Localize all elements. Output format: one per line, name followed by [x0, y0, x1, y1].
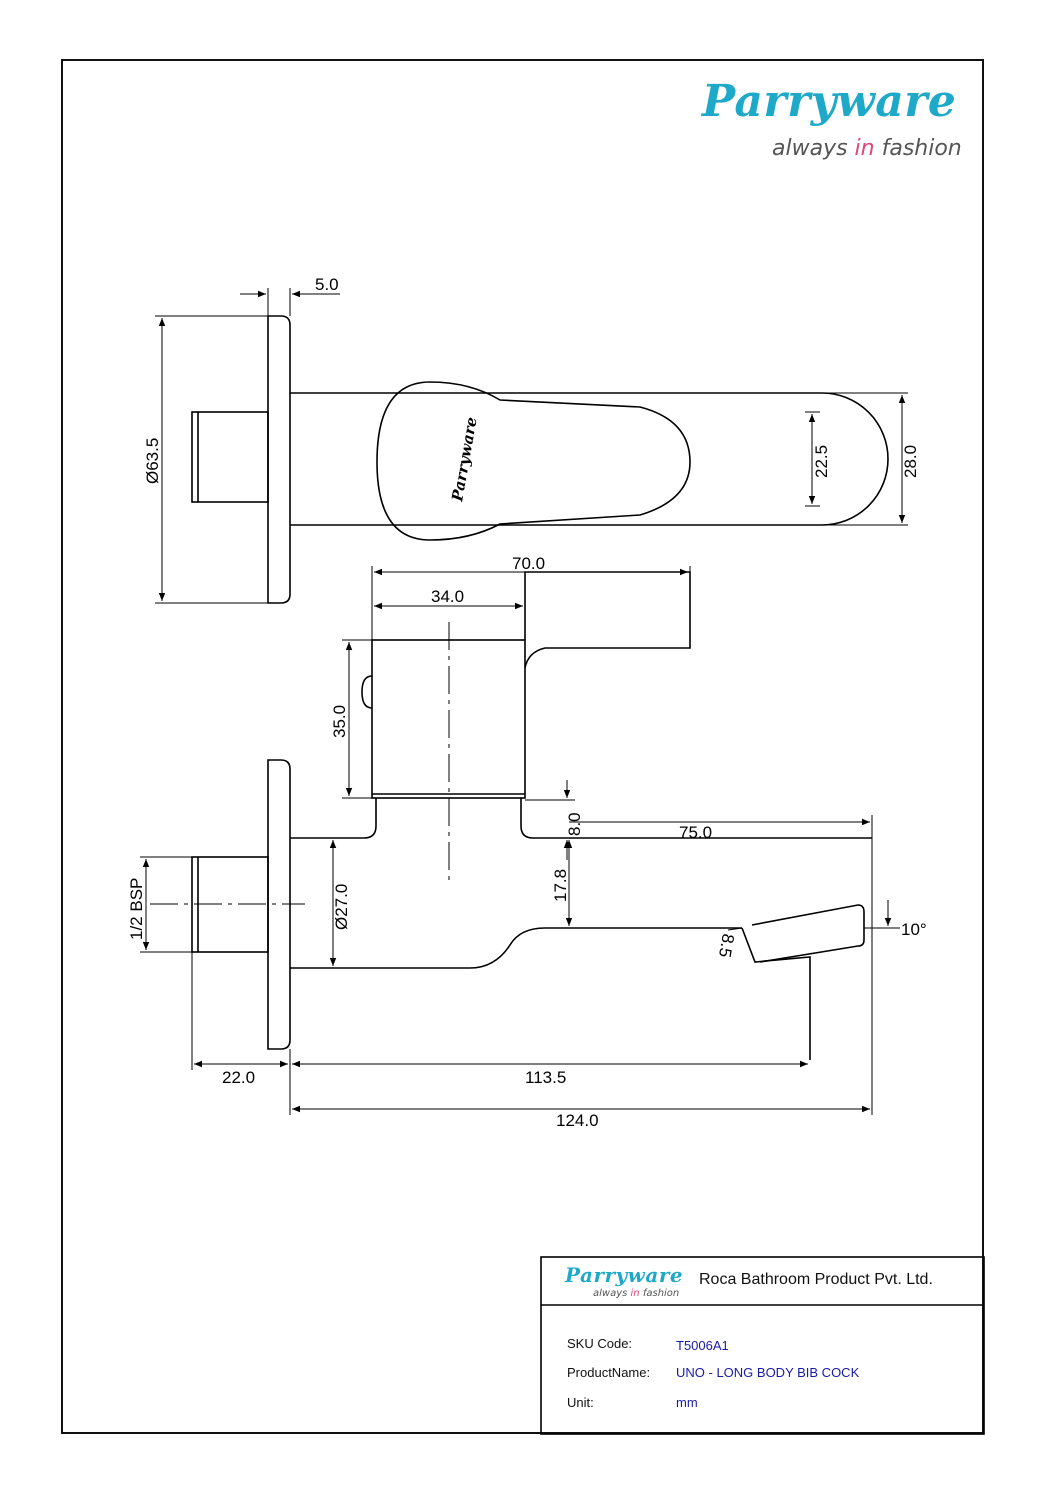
sku-value: T5006A1 — [676, 1338, 729, 1353]
title-block: Parryware always in fashion Roca Bathroo… — [541, 1257, 984, 1434]
dim-body-diameter: Ø27.0 — [332, 884, 351, 930]
product-name-value: UNO - LONG BODY BIB COCK — [676, 1365, 860, 1380]
side-view — [150, 571, 872, 1060]
product-name-label: ProductName: — [567, 1365, 651, 1380]
dim-neck-gap: 8.0 — [565, 812, 584, 836]
top-thread — [191, 411, 269, 503]
side-thread — [191, 856, 269, 953]
tb-tagline-pre: always — [593, 1288, 631, 1299]
brand-tagline: always in fashion — [772, 136, 962, 161]
dim-overall-length: 124.0 — [556, 1111, 599, 1130]
dim-plate-thickness: 5.0 — [315, 275, 339, 294]
unit-label: Unit: — [567, 1395, 594, 1410]
tb-tagline-in: in — [630, 1288, 640, 1299]
brand-wordmark: Parryware — [702, 76, 957, 127]
dim-thread-length: 22.0 — [222, 1068, 255, 1087]
side-spout-tip — [741, 927, 811, 1060]
side-handle-lever — [524, 571, 691, 669]
dim-cartridge-width: 34.0 — [431, 587, 464, 606]
title-block-brand-wordmark: Parryware — [565, 1263, 684, 1287]
dim-cartridge-height: 35.0 — [330, 705, 349, 738]
side-cartridge-button — [361, 675, 373, 709]
title-block-frame — [540, 1256, 985, 1435]
top-view — [191, 315, 889, 604]
dim-body-width: 28.0 — [901, 445, 920, 478]
dim-plate-diameter: Ø63.5 — [143, 438, 162, 484]
dim-outlet: 8.5 — [715, 932, 738, 959]
tb-tagline-post: fashion — [639, 1288, 680, 1299]
sku-label: SKU Code: — [567, 1336, 633, 1351]
top-wall-plate — [267, 315, 291, 604]
side-body — [290, 798, 377, 839]
dim-thread: 1/2 BSP — [127, 878, 146, 940]
dim-spout-offset: 17.8 — [551, 869, 570, 902]
handle-brand-mark: Parryware — [448, 416, 481, 504]
dim-outlet-angle: 10° — [901, 920, 927, 939]
tagline-in: in — [854, 136, 875, 161]
top-handle-outline — [376, 381, 691, 541]
company-name: Roca Bathroom Product Pvt. Ltd. — [699, 1271, 933, 1288]
tagline-pre: always — [772, 136, 855, 161]
drawing-sheet-border — [61, 59, 984, 1434]
dim-spout-reach: 75.0 — [679, 823, 712, 842]
top-body — [290, 392, 889, 526]
dim-handle-width: 22.5 — [812, 445, 831, 478]
dim-projection: 113.5 — [525, 1068, 566, 1087]
side-view-dimensions — [140, 566, 900, 1115]
side-wall-plate — [267, 759, 291, 1050]
tagline-post: fashion — [874, 136, 962, 161]
title-block-brand-tagline: always in fashion — [593, 1288, 679, 1299]
top-view-dimensions — [155, 288, 908, 604]
dim-handle-length: 70.0 — [512, 554, 545, 573]
unit-value: mm — [676, 1395, 698, 1410]
